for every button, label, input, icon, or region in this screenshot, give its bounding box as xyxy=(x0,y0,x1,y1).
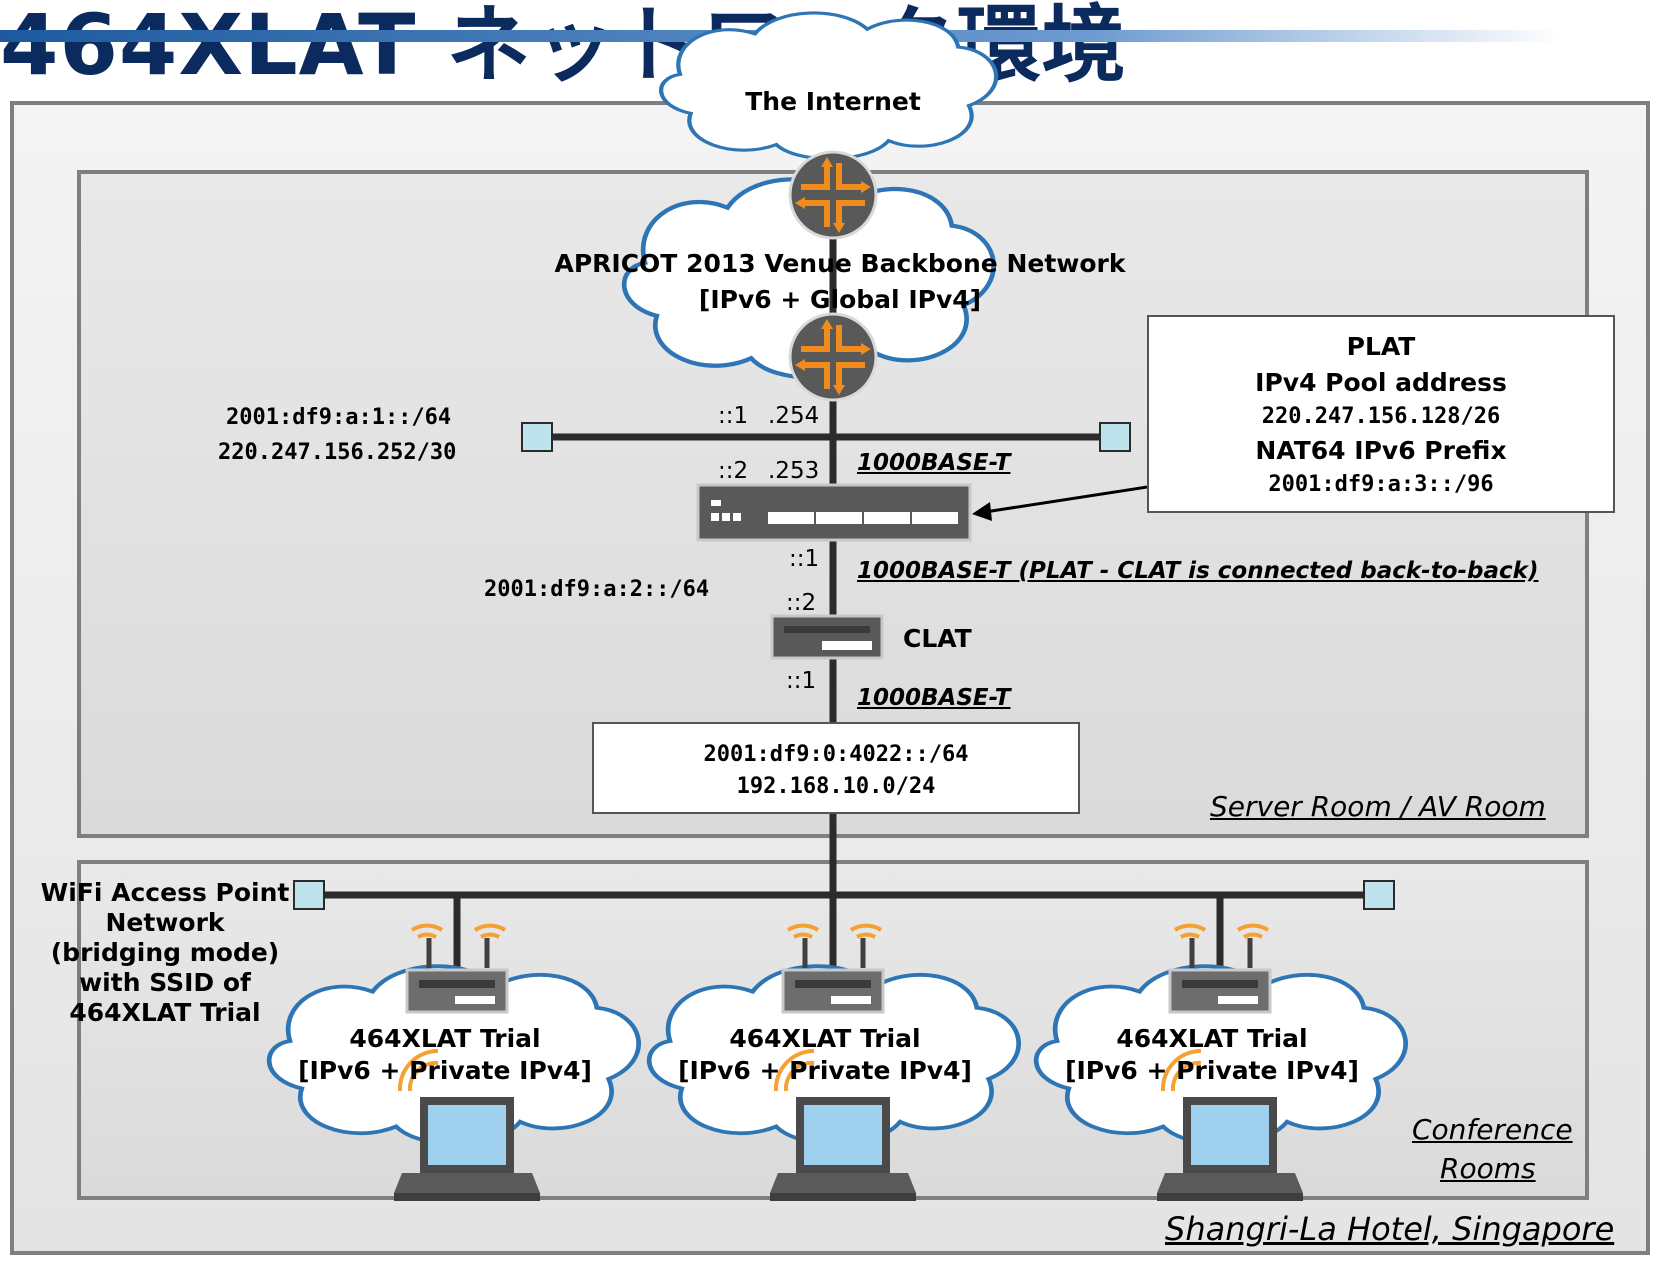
plat-port-v6: ::2 xyxy=(718,458,749,484)
plat-heading: PLAT xyxy=(1346,332,1416,361)
plat-pool-label: IPv4 Pool address xyxy=(1255,368,1507,397)
trial-cloud-title: 464XLAT Trial xyxy=(729,1024,921,1053)
server-room-label: Server Room / AV Room xyxy=(1210,790,1546,823)
plat-port-v4: .253 xyxy=(768,458,820,484)
backbone-ipv4-prefix: 220.247.156.252/30 xyxy=(218,440,457,465)
back-to-back-label: 1000BASE-T (PLAT - CLAT is connected bac… xyxy=(857,558,1539,584)
wifi-network-label: WiFi Access Point Network (bridging mode… xyxy=(40,878,290,1028)
trial-cloud-subtitle: [IPv6 + Private IPv4] xyxy=(678,1056,972,1085)
backbone-label-line2: [IPv6 + Global IPv4] xyxy=(698,285,982,314)
plat-prefix-label: NAT64 IPv6 Prefix xyxy=(1255,436,1507,465)
clat-label: CLAT xyxy=(903,624,972,653)
internet-label: The Internet xyxy=(745,87,921,116)
wifi-label-line: WiFi Access Point xyxy=(40,878,290,907)
plat-down-port: ::1 xyxy=(789,546,820,572)
clat-down-port: ::1 xyxy=(786,668,817,694)
wifi-label-line: with SSID of xyxy=(79,968,251,997)
lan-ipv4-prefix: 192.168.10.0/24 xyxy=(736,774,936,799)
wifi-label-line: Network xyxy=(105,908,225,937)
plat-info-box: PLAT IPv4 Pool address 220.247.156.128/2… xyxy=(1147,315,1615,513)
uplink-label: 1000BASE-T xyxy=(857,450,1011,476)
hotel-label: Shangri-La Hotel, Singapore xyxy=(1165,1210,1615,1248)
conference-rooms-label-2: Rooms xyxy=(1440,1152,1536,1185)
lan-address-box: 2001:df9:0:4022::/64 192.168.10.0/24 xyxy=(592,722,1080,814)
switch-icon xyxy=(770,614,884,660)
wifi-label-line: (bridging mode) xyxy=(50,938,280,967)
backbone-label-line1: APRICOT 2013 Venue Backbone Network xyxy=(554,249,1126,278)
trial-cloud-title: 464XLAT Trial xyxy=(349,1024,541,1053)
router-port-v4: .254 xyxy=(768,403,820,429)
plat-prefix-value: 2001:df9:a:3::/96 xyxy=(1268,472,1494,497)
plat-clat-prefix: 2001:df9:a:2::/64 xyxy=(484,577,710,602)
router-port-v6: ::1 xyxy=(718,403,749,429)
conference-rooms-label-1: Conference xyxy=(1412,1113,1573,1146)
trial-cloud-title: 464XLAT Trial xyxy=(1116,1024,1308,1053)
router-icon xyxy=(790,152,876,238)
trial-cloud-subtitle: [IPv6 + Private IPv4] xyxy=(298,1056,592,1085)
backbone-ipv6-prefix: 2001:df9:a:1::/64 xyxy=(226,405,452,430)
plat-pool-value: 220.247.156.128/26 xyxy=(1261,404,1501,429)
switch-icon xyxy=(696,483,972,542)
downlink-label: 1000BASE-T xyxy=(857,685,1011,711)
wifi-label-line: 464XLAT Trial xyxy=(69,998,261,1027)
router-icon xyxy=(790,314,876,400)
lan-ipv6-prefix: 2001:df9:0:4022::/64 xyxy=(703,742,969,767)
trial-cloud-subtitle: [IPv6 + Private IPv4] xyxy=(1065,1056,1359,1085)
clat-up-port: ::2 xyxy=(786,590,817,616)
